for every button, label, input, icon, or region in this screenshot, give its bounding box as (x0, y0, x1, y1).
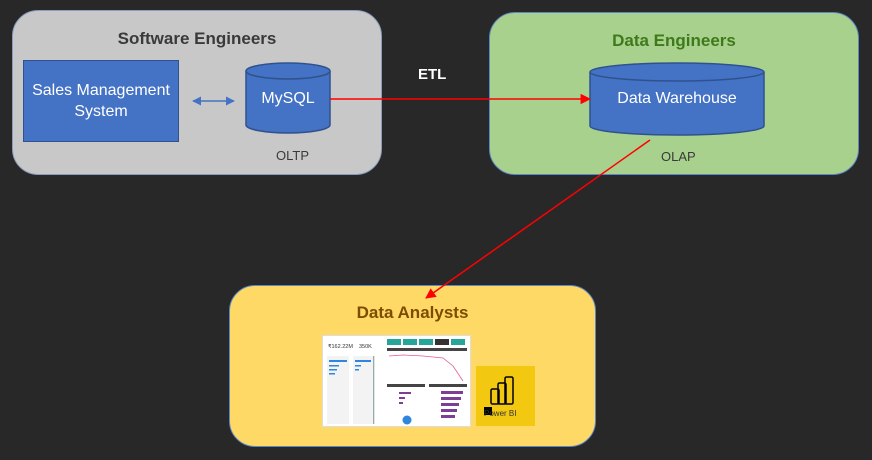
dashboard-thumbnail: ₹162.22M 350K (322, 335, 471, 427)
dashboard-kpi-1: ₹162.22M (328, 343, 353, 350)
powerbi-logo (476, 366, 535, 426)
data-analysts-title: Data Analysts (356, 303, 469, 322)
data-warehouse-cylinder (589, 62, 765, 136)
oltp-label: OLTP (276, 148, 309, 163)
data-engineers-group: Data Engineers (489, 12, 859, 175)
powerbi-label: Power BI (484, 409, 517, 418)
dw-to-analysts-arrow (425, 139, 651, 299)
powerbi-icon (484, 376, 514, 415)
olap-label: OLAP (661, 149, 696, 164)
dashboard-kpi-2: 350K (359, 344, 372, 350)
mysql-cylinder (245, 62, 331, 134)
etl-label: ETL (418, 66, 447, 83)
dashboard-graphic: ₹162.22M 350K (327, 339, 467, 425)
software-engineers-title: Software Engineers (117, 29, 277, 48)
mysql-label: MySQL (261, 90, 315, 107)
data-engineers-title: Data Engineers (612, 31, 736, 50)
sales-management-system-label: Sales Management System (32, 82, 170, 120)
sales-management-system-node: Sales Management System (23, 60, 179, 142)
data-warehouse-label: Data Warehouse (617, 90, 737, 107)
